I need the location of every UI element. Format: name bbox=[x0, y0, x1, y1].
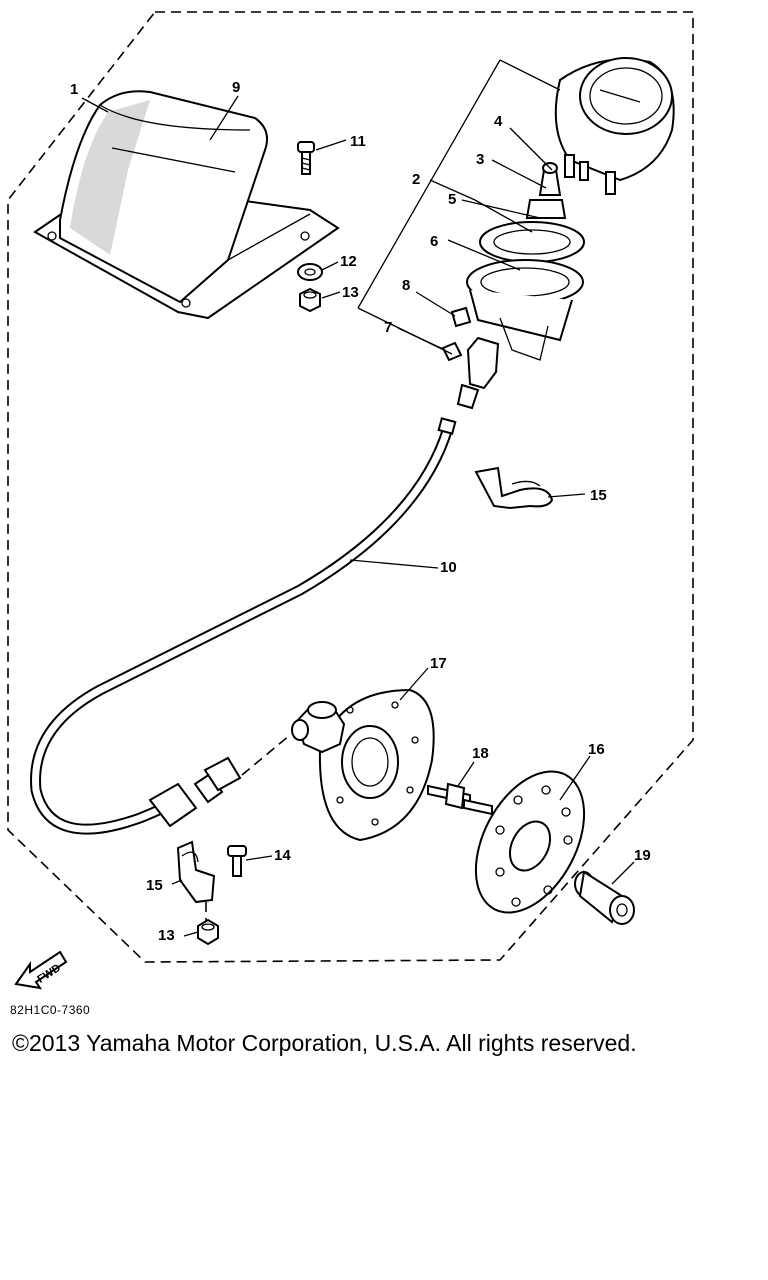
callout-15-lower: 15 bbox=[146, 877, 163, 894]
callout-8: 8 bbox=[402, 277, 410, 294]
gear-unit-elbow bbox=[241, 701, 346, 776]
part-9-gauge-hood bbox=[33, 90, 340, 320]
fwd-arrow-icon: FWD bbox=[14, 950, 68, 990]
figure-code: 82H1C0-7360 bbox=[10, 1003, 91, 1017]
callout-4: 4 bbox=[494, 113, 503, 130]
part-13-nut-upper bbox=[299, 287, 321, 313]
callout-2: 2 bbox=[412, 171, 420, 188]
part-12-washer bbox=[297, 263, 323, 281]
callout-9: 9 bbox=[232, 79, 240, 96]
callout-13-upper: 13 bbox=[342, 284, 359, 301]
part-11-screw bbox=[297, 141, 315, 175]
part-8-clip bbox=[450, 306, 472, 328]
part-13-nut-lower bbox=[197, 918, 219, 946]
callout-19: 19 bbox=[634, 847, 651, 864]
part-18-pin bbox=[427, 782, 493, 816]
callout-7: 7 bbox=[384, 319, 392, 336]
callout-14: 14 bbox=[274, 847, 291, 864]
leader-lines bbox=[81, 59, 635, 937]
part-14-screw bbox=[227, 845, 247, 877]
callout-10: 10 bbox=[440, 559, 457, 576]
part-2-speedometer-assembly bbox=[456, 57, 675, 410]
part-7-grommet bbox=[441, 341, 463, 362]
assembly-boundary bbox=[7, 11, 694, 963]
part-15-bracket-lower bbox=[176, 840, 216, 922]
copyright-notice: ©2013 Yamaha Motor Corporation, U.S.A. A… bbox=[12, 1030, 637, 1056]
callout-6: 6 bbox=[430, 233, 438, 250]
part-17-flange bbox=[318, 688, 435, 842]
callout-18: 18 bbox=[472, 745, 489, 762]
exploded-parts-diagram: 1 9 11 12 13 4 3 2 5 6 8 7 15 10 17 18 1… bbox=[7, 11, 694, 990]
callout-15-upper: 15 bbox=[590, 487, 607, 504]
callout-11: 11 bbox=[350, 133, 366, 150]
callout-3: 3 bbox=[476, 151, 484, 168]
part-16-drive-plate bbox=[474, 770, 586, 914]
callout-13-lower: 13 bbox=[158, 927, 175, 944]
callout-1: 1 bbox=[70, 81, 78, 98]
callout-17: 17 bbox=[430, 655, 447, 672]
callout-12: 12 bbox=[340, 253, 357, 270]
callout-5: 5 bbox=[448, 191, 456, 208]
part-19-collar bbox=[574, 870, 635, 925]
part-15-cable-clamp-upper bbox=[474, 466, 554, 510]
part-10-speedometer-cable bbox=[30, 417, 457, 835]
callout-16: 16 bbox=[588, 741, 605, 758]
